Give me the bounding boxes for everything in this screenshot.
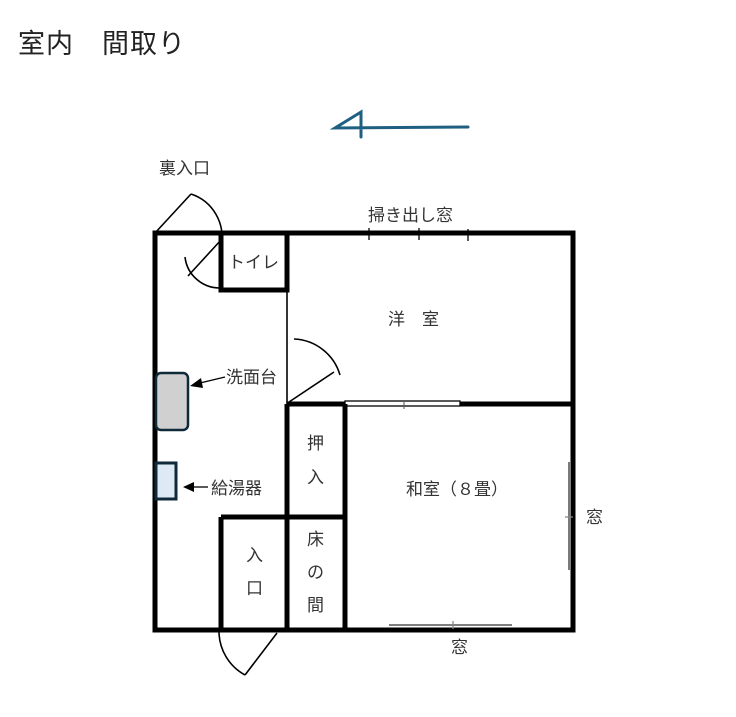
closet-label-1: 押	[307, 434, 324, 454]
alcove-label-1: 床	[307, 530, 324, 550]
toilet-label: トイレ	[228, 253, 279, 273]
washbasin-arrow-icon	[190, 376, 226, 388]
right-window	[565, 462, 573, 570]
right-window-label: 窓	[586, 508, 603, 528]
back-door-swing	[154, 193, 223, 289]
bottom-window	[389, 621, 512, 629]
page-title: 室内 間取り	[18, 29, 186, 60]
toilet-room	[218, 230, 290, 293]
sweep-window-marks	[368, 228, 469, 241]
heater-arrow-icon	[183, 482, 208, 492]
north-arrow-icon	[329, 109, 470, 139]
western-room-door-swing	[288, 338, 341, 403]
washbasin-label: 洗面台	[226, 368, 277, 388]
back-entrance-label: 裏入口	[159, 158, 210, 179]
entrance-door-swing	[218, 629, 278, 676]
closet-label-2: 入	[307, 468, 324, 488]
entrance-label-1: 入	[246, 546, 263, 566]
water-heater-label: 給湯器	[211, 479, 262, 499]
sweep-window-label: 掃き出し窓	[368, 206, 453, 226]
washbasin	[154, 371, 190, 432]
japanese-room-label: 和室（８畳）	[406, 480, 508, 500]
outer-wall	[152, 230, 576, 633]
alcove-label-3: 間	[307, 596, 324, 616]
entrance-label-2: 口	[246, 579, 263, 599]
bottom-window-label: 窓	[451, 638, 468, 658]
western-room-label: 洋 室	[388, 310, 439, 330]
sliding-door	[344, 400, 461, 407]
alcove-label-2: の	[307, 563, 324, 583]
water-heater	[154, 461, 178, 501]
